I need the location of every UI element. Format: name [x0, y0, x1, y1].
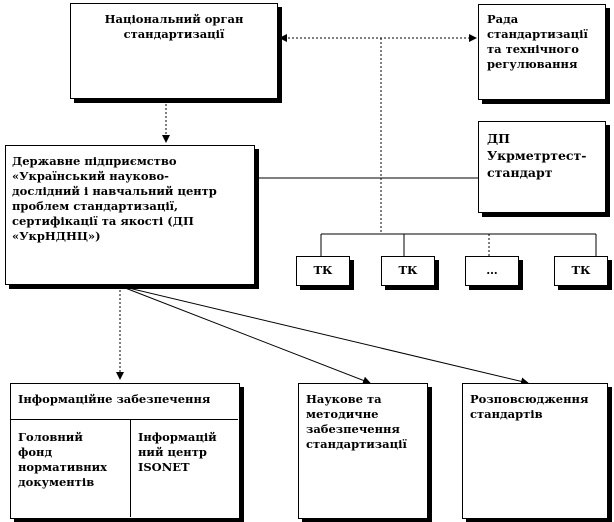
tk-box-3	[554, 256, 608, 286]
tk-label-2: ТК	[398, 263, 418, 277]
tk-box-2	[381, 256, 435, 286]
state-enterprise-box	[5, 145, 255, 285]
info-support-box	[10, 383, 240, 519]
tk-box-ellipsis	[465, 256, 519, 286]
scientific-support-label: Наукове та методичне забезпечення станда…	[306, 392, 407, 451]
link-enterprise-scientific	[119, 285, 371, 385]
info-support-divider-v	[130, 419, 131, 517]
info-support-label: Інформаційне забезпечення	[18, 392, 211, 406]
state-enterprise-label: Державне підприємство «Український науко…	[12, 154, 217, 243]
distribution-box	[462, 383, 608, 519]
council-box	[478, 4, 606, 100]
national-body-label: Національний орган стандартизації	[104, 12, 244, 41]
scientific-support-box	[298, 383, 428, 519]
link-enterprise-distribution	[119, 285, 529, 386]
info-center-label: Інформацій ний центр ISONET	[138, 430, 217, 474]
dp-ukrmetr-box	[478, 121, 606, 213]
tk-label-1: ТК	[313, 263, 333, 277]
tk-label-ellipsis: …	[486, 263, 498, 277]
national-body-box	[70, 3, 278, 99]
distribution-label: Розповсюдження стандартів	[470, 392, 589, 421]
info-support-divider-h	[10, 419, 238, 420]
tk-label-3: ТК	[571, 263, 591, 277]
council-label: Рада стандартизації та технічного регулю…	[487, 12, 588, 71]
tk-box-1	[296, 256, 350, 286]
main-fund-label: Головний фонд нормативних документів	[18, 430, 108, 489]
dp-ukrmetr-label: ДП Укрметртест- стандарт	[487, 131, 587, 180]
